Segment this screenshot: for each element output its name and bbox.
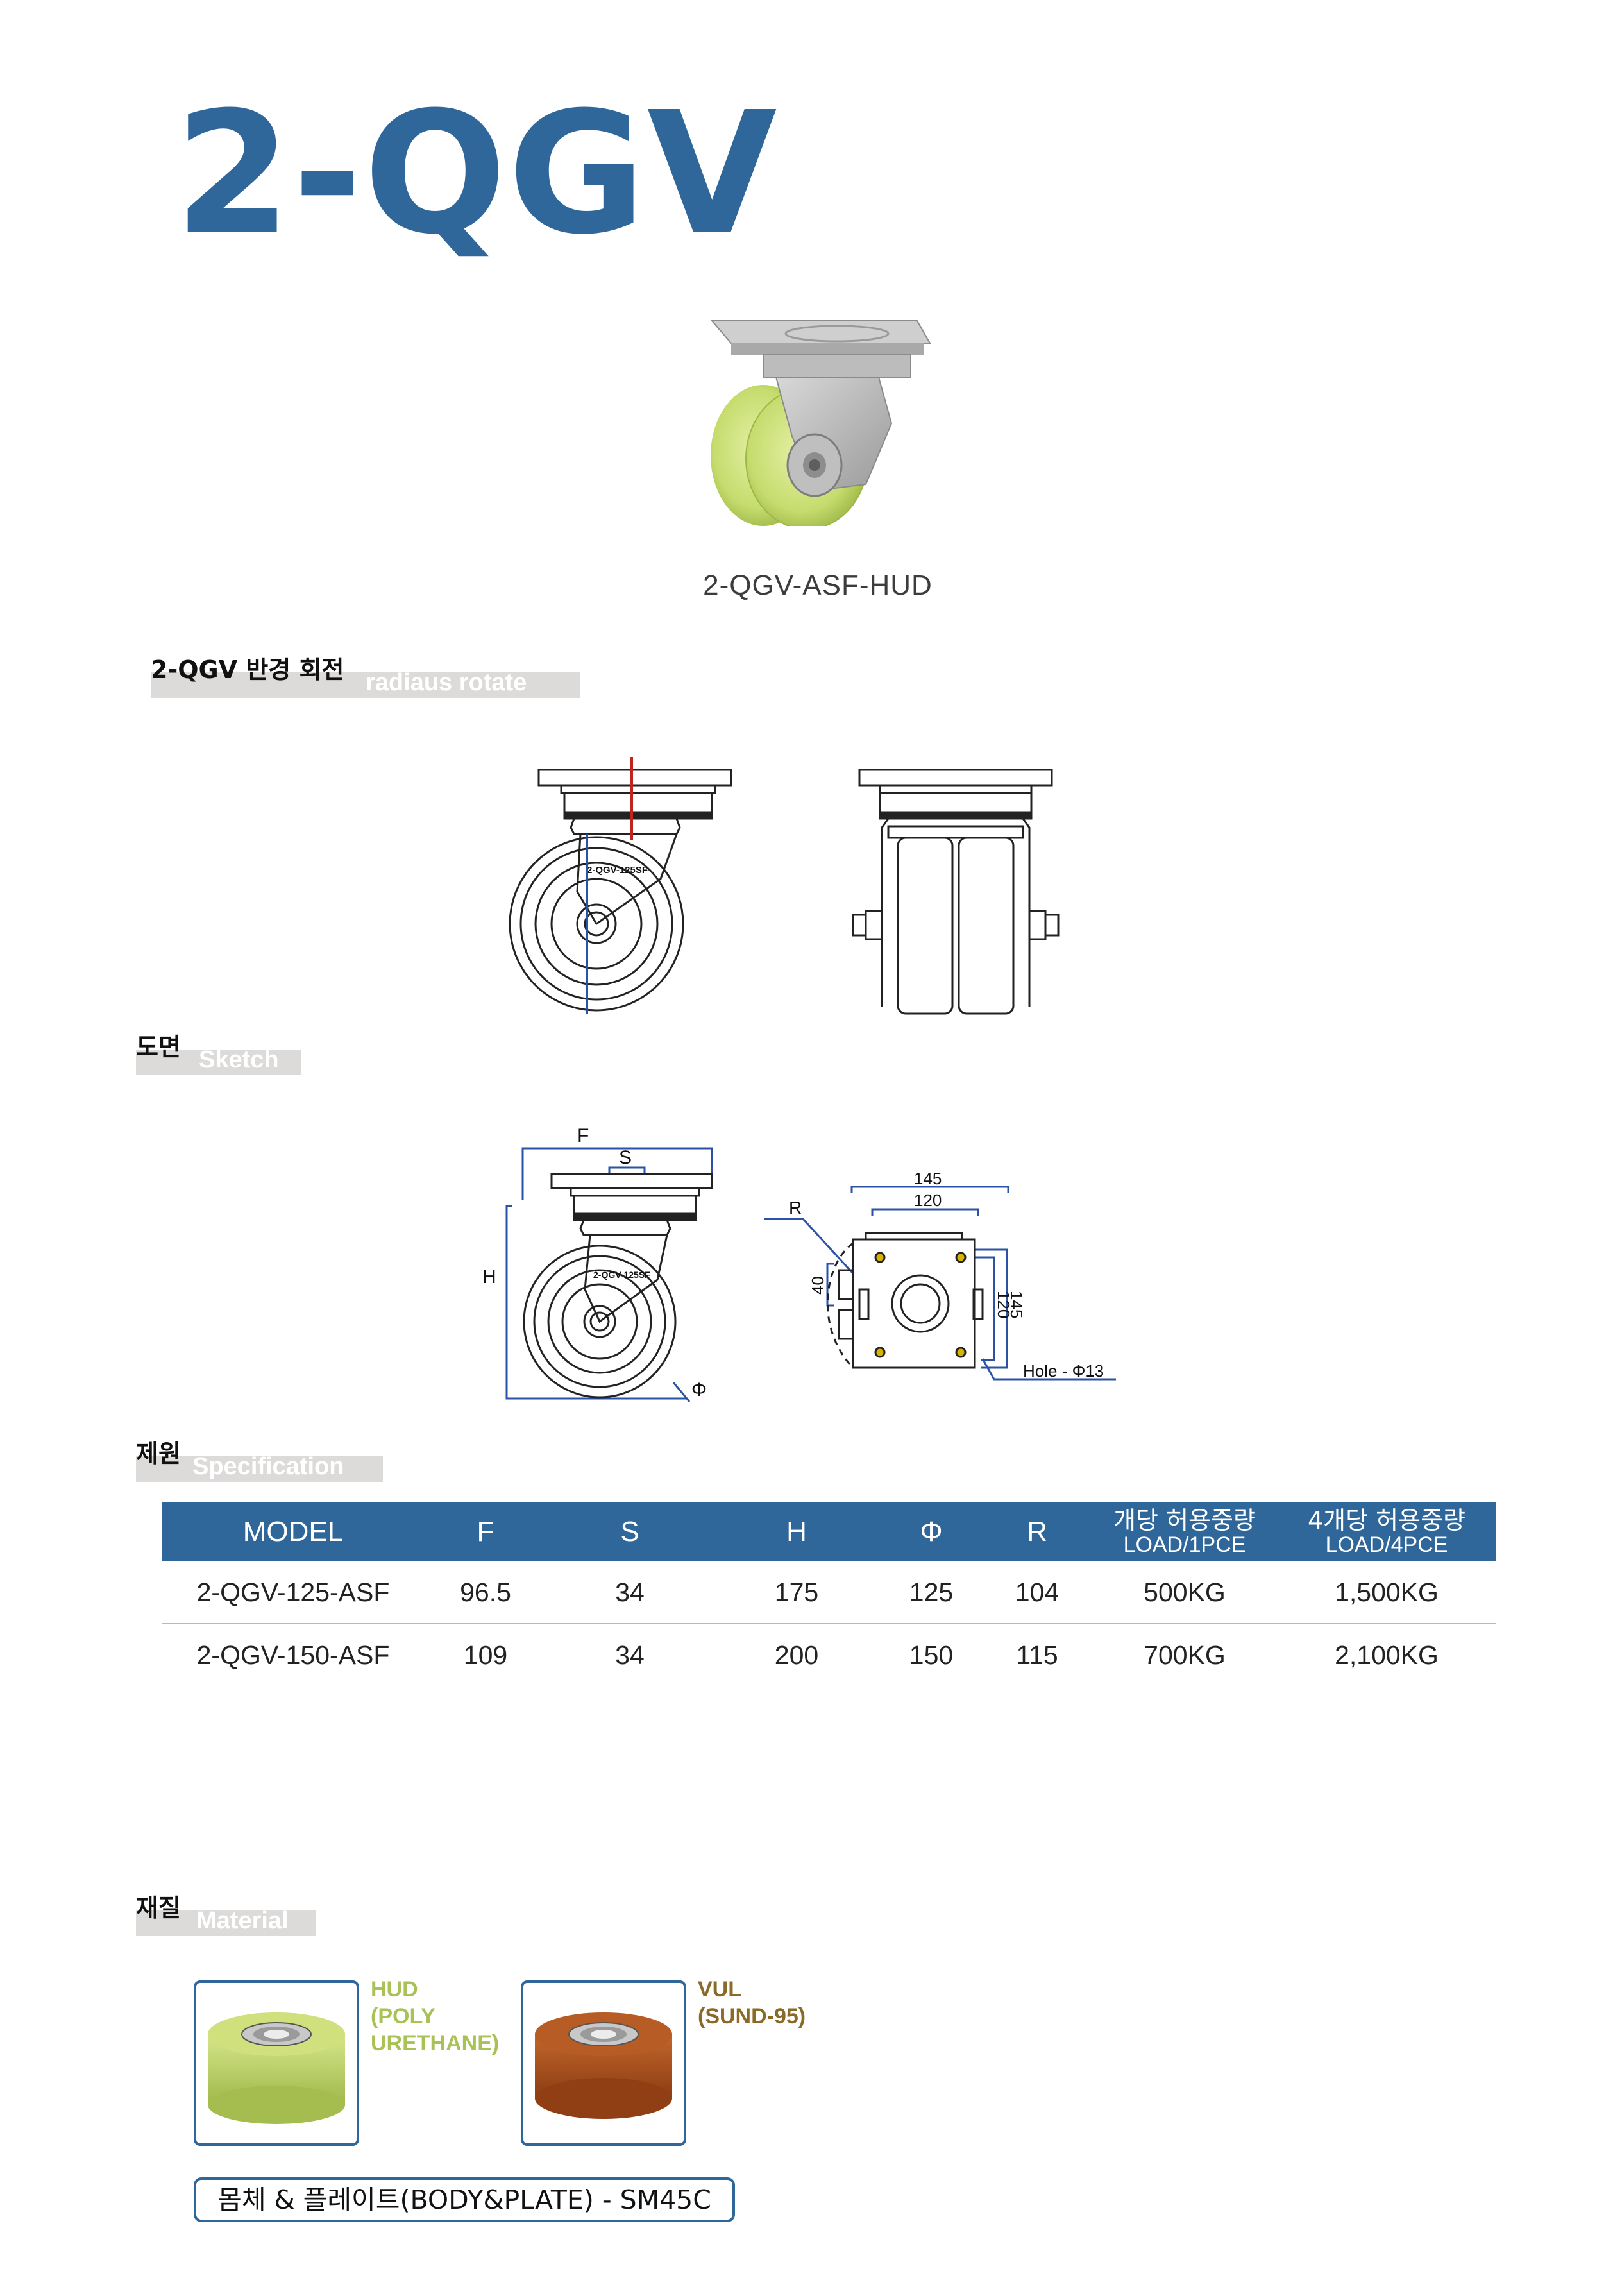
- table-row: 2-QGV-125-ASF 96.5 34 175 125 104 500KG …: [162, 1561, 1496, 1624]
- cell-F: 96.5: [425, 1561, 546, 1624]
- dim-label-145-side: 145: [1007, 1291, 1026, 1318]
- dim-label-145-top: 145: [914, 1169, 942, 1188]
- page-title: 2-QGV: [174, 76, 779, 271]
- rotate-drawing-front: 2-QGV-125SF: [509, 757, 732, 1014]
- body-plate-material: 몸체 & 플레이트(BODY&PLATE) - SM45C: [194, 2177, 735, 2222]
- wheel-marking: 2-QGV-125SF: [593, 1270, 650, 1280]
- spec-table: MODEL F S H Φ R 개당 허용중량 LOAD/1PCE 4개당 허용…: [162, 1502, 1496, 1686]
- material-hud-line1: HUD: [371, 1977, 418, 2002]
- cell-phi: 125: [880, 1561, 983, 1624]
- dimension-drawing-plate: R 145 120 40 120 145 Hole - Φ13: [764, 1169, 1116, 1381]
- dim-label-H: H: [482, 1266, 496, 1288]
- cell-S: 34: [546, 1561, 713, 1624]
- cell-model: 2-QGV-125-ASF: [162, 1561, 425, 1624]
- table-row: 2-QGV-150-ASF 109 34 200 150 115 700KG 2…: [162, 1624, 1496, 1686]
- col-S: S: [546, 1502, 713, 1561]
- cell-R: 104: [983, 1561, 1092, 1624]
- cell-R: 115: [1016, 1640, 1058, 1670]
- section-sketch: 도면 Sketch: [136, 1033, 301, 1075]
- dim-label-R: R: [789, 1198, 802, 1218]
- col-R: R: [983, 1502, 1092, 1561]
- material-hud-swatch: [194, 1980, 359, 2146]
- material-vul-line2: (SUND-95): [698, 2004, 806, 2028]
- material-vul-label: VUL (SUND-95): [698, 1976, 806, 2030]
- col-load-1pce: 개당 허용중량 LOAD/1PCE: [1092, 1502, 1278, 1561]
- cell-S: 34: [615, 1640, 645, 1670]
- dim-label-120-side: 120: [994, 1291, 1013, 1318]
- cell-H: 175: [713, 1561, 880, 1624]
- product-caption: 2-QGV-ASF-HUD: [703, 570, 933, 601]
- cell-load-4pce: 2,100KG: [1335, 1640, 1439, 1670]
- dim-label-hole: Hole - Φ13: [1023, 1361, 1104, 1381]
- cell-load-1pce: 700KG: [1144, 1640, 1226, 1670]
- material-hud-line3: URETHANE): [371, 2031, 500, 2055]
- dimension-drawing-side: 2-QGV-125SF F S H Φ: [482, 1125, 713, 1402]
- cell-phi: 150: [909, 1640, 954, 1670]
- material-hud-label: HUD (POLY URETHANE): [371, 1976, 499, 2057]
- spec-table-header: MODEL F S H Φ R 개당 허용중량 LOAD/1PCE 4개당 허용…: [162, 1502, 1496, 1561]
- cell-load-1pce: 500KG: [1092, 1561, 1278, 1624]
- section-radius-rotate: 2-QGV 반경 회전 radiaus rotate: [151, 656, 580, 698]
- product-photo: [710, 320, 931, 526]
- col-load-4pce-en: LOAD/4PCE: [1325, 1533, 1448, 1557]
- material-vul-swatch: [521, 1980, 686, 2146]
- dim-label-F: F: [577, 1125, 589, 1146]
- section-title-en: Material: [196, 1907, 289, 1934]
- cell-F: 109: [463, 1640, 508, 1670]
- col-H: H: [713, 1502, 880, 1561]
- section-title-ko: 재질: [136, 1894, 181, 1922]
- dim-label-S: S: [619, 1147, 632, 1168]
- dim-label-40: 40: [808, 1276, 827, 1295]
- section-title-en: Specification: [192, 1453, 344, 1480]
- section-title-ko: 도면: [136, 1033, 181, 1061]
- col-load-4pce: 4개당 허용중량 LOAD/4PCE: [1278, 1502, 1496, 1561]
- section-material: 재질 Material: [136, 1894, 316, 1936]
- col-phi: Φ: [880, 1502, 983, 1561]
- cell-H: 200: [774, 1640, 819, 1670]
- cell-load-4pce: 1,500KG: [1278, 1561, 1496, 1624]
- col-load-4pce-ko: 4개당 허용중량: [1307, 1506, 1466, 1535]
- dim-label-120-top: 120: [914, 1191, 942, 1210]
- col-model: MODEL: [162, 1502, 425, 1561]
- col-load-1pce-en: LOAD/1PCE: [1123, 1533, 1246, 1557]
- rotate-drawing-side: [852, 769, 1060, 1015]
- section-title-ko: 2-QGV 반경 회전: [151, 656, 344, 684]
- dim-label-phi: Φ: [691, 1379, 707, 1400]
- material-vul-line1: VUL: [698, 1977, 741, 2002]
- section-title-en: Sketch: [199, 1046, 279, 1073]
- cell-model: 2-QGV-150-ASF: [196, 1640, 390, 1670]
- hud-wheel-image: [208, 2012, 345, 2124]
- wheel-marking: 2-QGV-125SF: [587, 865, 648, 876]
- vul-wheel-image: [535, 2012, 672, 2119]
- section-title-ko: 제원: [136, 1440, 181, 1468]
- section-title-en: radiaus rotate: [366, 669, 527, 696]
- col-F: F: [425, 1502, 546, 1561]
- material-hud-line2: (POLY: [371, 2004, 435, 2028]
- col-load-1pce-ko: 개당 허용중량: [1113, 1506, 1256, 1535]
- section-specification: 제원 Specification: [136, 1440, 383, 1482]
